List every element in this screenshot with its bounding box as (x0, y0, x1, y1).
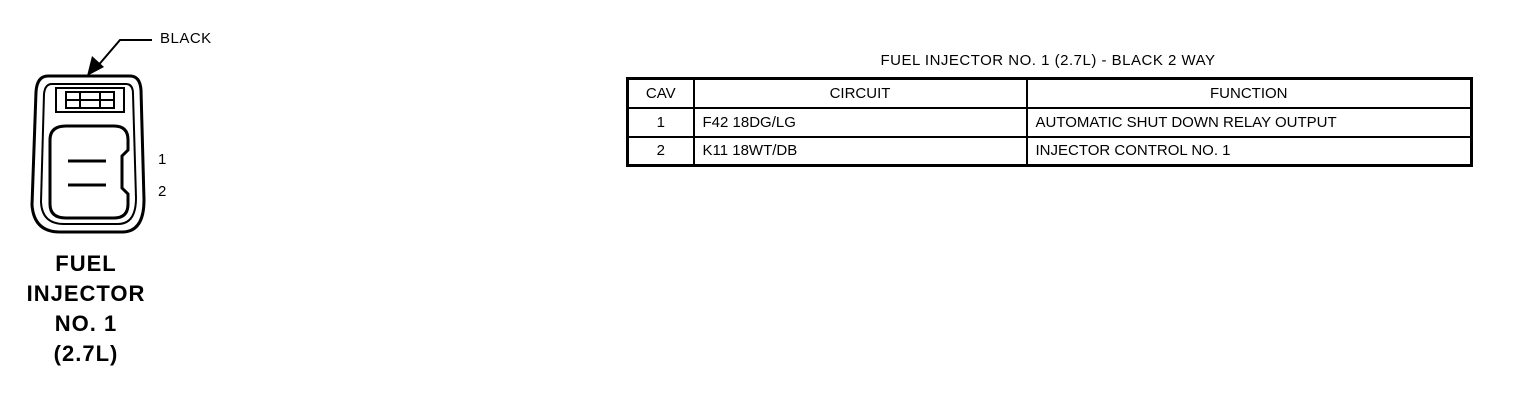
cell-cav: 2 (626, 135, 695, 167)
component-name: FUEL INJECTOR NO. 1 (2.7L) (0, 249, 172, 369)
table-row: 1 F42 18DG/LG AUTOMATIC SHUT DOWN RELAY … (626, 106, 1473, 138)
cell-function: AUTOMATIC SHUT DOWN RELAY OUTPUT (1025, 106, 1473, 138)
callout-arrow (95, 39, 152, 69)
cavity-face (48, 124, 130, 220)
cell-circuit: K11 18WT/DB (692, 135, 1028, 167)
header-circuit: CIRCUIT (692, 77, 1028, 109)
table-row: 2 K11 18WT/DB INJECTOR CONTROL NO. 1 (626, 135, 1473, 167)
connector-drawing (30, 39, 152, 234)
component-name-line: FUEL (55, 251, 117, 276)
component-name-line: (2.7L) (53, 341, 119, 366)
pin-label-2: 2 (158, 183, 167, 200)
component-name-line: NO. 1 (54, 311, 118, 336)
pin-label-1: 1 (158, 151, 167, 168)
pinout-table: CAV CIRCUIT FUNCTION 1 F42 18DG/LG AUTOM… (626, 77, 1473, 167)
table-header-row: CAV CIRCUIT FUNCTION (626, 77, 1473, 109)
header-cav: CAV (626, 77, 695, 109)
cell-function: INJECTOR CONTROL NO. 1 (1025, 135, 1473, 167)
connector-color-callout: BLACK (160, 30, 212, 47)
connector-body-inner-outline (39, 83, 138, 225)
arrow-head (87, 56, 104, 76)
pinout-table-title: FUEL INJECTOR NO. 1 (2.7L) - BLACK 2 WAY (880, 52, 1216, 69)
header-function: FUNCTION (1025, 77, 1473, 109)
locking-tab (55, 87, 125, 113)
component-name-line: INJECTOR (26, 281, 146, 306)
cell-cav: 1 (626, 106, 695, 138)
cell-circuit: F42 18DG/LG (692, 106, 1028, 138)
